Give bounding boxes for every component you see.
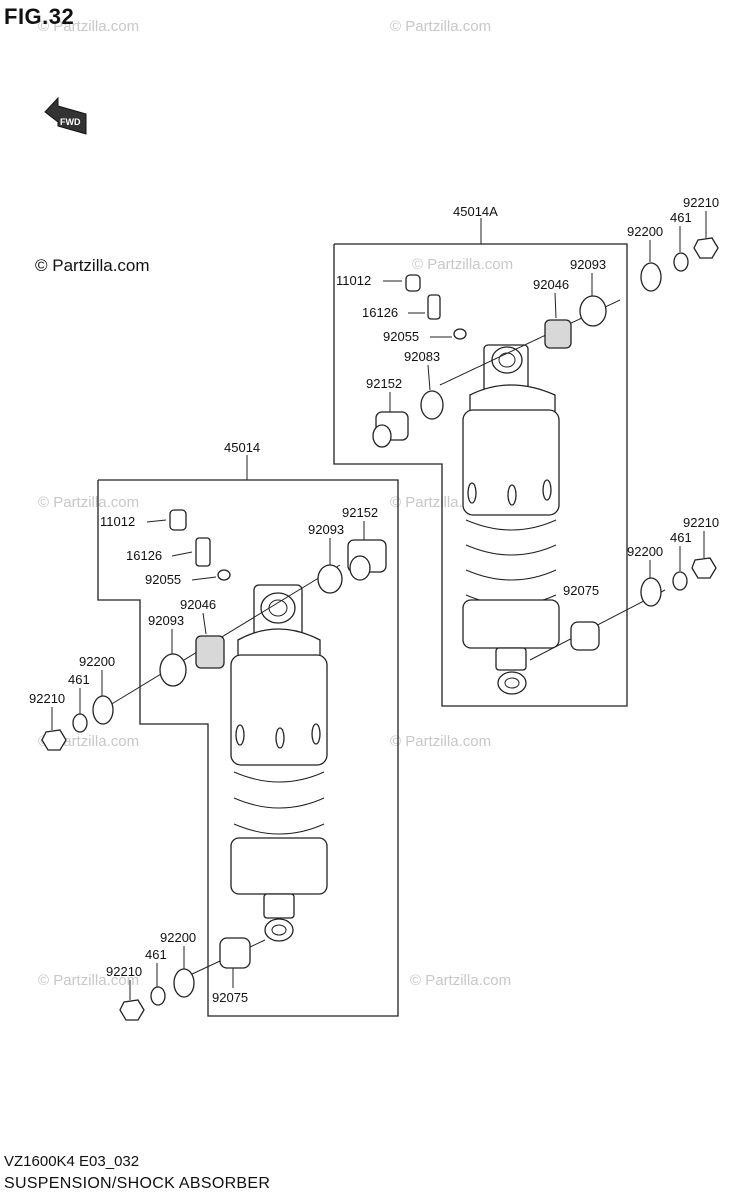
watermark: © Partzilla.com	[38, 972, 140, 989]
model-code: VZ1600K4 E03_032	[4, 1153, 140, 1170]
oring-92055	[453, 328, 467, 340]
part-number-label: 92210	[29, 691, 65, 706]
watermark: © Partzilla.com	[390, 733, 492, 750]
watermark: © Partzilla.com	[38, 18, 140, 35]
part-number-label: 461	[670, 530, 692, 545]
assembly-b: 45014	[29, 440, 399, 1021]
fwd-label: FWD	[60, 117, 81, 127]
nut-92210	[691, 557, 717, 579]
watermark: © Partzilla.com	[412, 256, 514, 273]
part-number-label: 92093	[570, 257, 606, 272]
part-number-label: 16126	[126, 548, 162, 563]
part-number-label: 92093	[148, 613, 184, 628]
part-number-label: 92200	[79, 654, 115, 669]
part-number-label: 92210	[683, 515, 719, 530]
copyright-text: © Partzilla.com	[35, 256, 150, 275]
part-number-label: 92200	[627, 224, 663, 239]
figure-title: FIG.32	[4, 4, 75, 29]
spring-11012	[405, 274, 421, 292]
part-number-label: 92046	[180, 597, 216, 612]
shock-reservoir	[462, 409, 560, 516]
part-number-label: 92093	[308, 522, 344, 537]
part-number-label: 92152	[366, 376, 402, 391]
seal-92083	[420, 390, 444, 420]
assembly-label: 45014A	[453, 204, 498, 219]
washer-92200	[640, 262, 662, 292]
bearing-92046	[544, 319, 572, 349]
part-number-label: 92055	[383, 329, 419, 344]
bushing-92075	[570, 621, 600, 651]
watermark: © Partzilla.com	[390, 18, 492, 35]
part-number-label: 92200	[627, 544, 663, 559]
part-number-label: 92152	[342, 505, 378, 520]
watermark: © Partzilla.com	[410, 972, 512, 989]
part-number-label: 92083	[404, 349, 440, 364]
part-number-label: 461	[670, 210, 692, 225]
part-number-label: 92200	[160, 930, 196, 945]
assembly-label: 45014	[224, 440, 260, 455]
part-number-label: 11012	[336, 273, 371, 288]
part-number-label: 92210	[106, 964, 142, 979]
part-number-label: 461	[68, 672, 90, 687]
watermark: © Partzilla.com	[38, 494, 140, 511]
assembly-a: 45014A	[333, 195, 719, 707]
washer-461	[672, 571, 688, 591]
part-number-label: 92075	[212, 990, 248, 1005]
part-number-label: 92046	[533, 277, 569, 292]
part-number-label: 92075	[563, 583, 599, 598]
fwd-arrow-icon: FWD	[44, 96, 87, 135]
washer-92200	[640, 577, 662, 607]
seal-92093	[579, 295, 607, 327]
shock-lower-body	[462, 599, 560, 649]
section-title: SUSPENSION/SHOCK ABSORBER	[4, 1175, 271, 1192]
screw-16126	[427, 294, 441, 320]
part-number-label: 461	[145, 947, 167, 962]
part-number-label: 92055	[145, 572, 181, 587]
nut-92210	[693, 237, 719, 259]
part-number-label: 11012	[100, 514, 135, 529]
part-number-label: 16126	[362, 305, 398, 320]
washer-461	[673, 252, 689, 272]
part-number-label: 92210	[683, 195, 719, 210]
